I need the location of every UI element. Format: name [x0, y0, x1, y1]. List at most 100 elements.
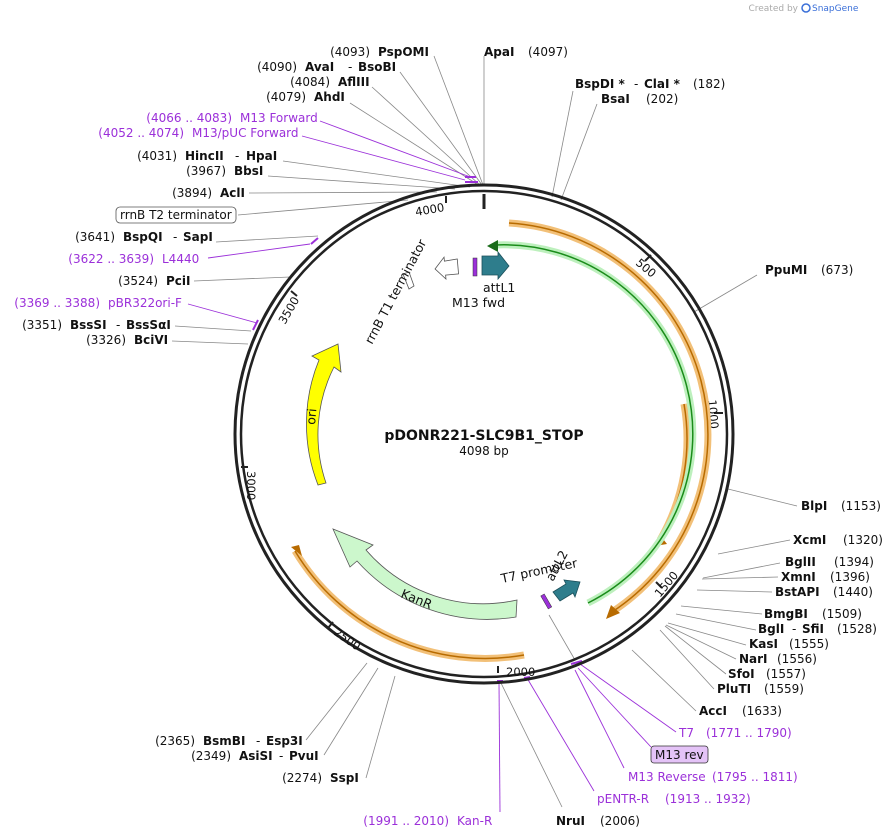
- svg-text:-: -: [173, 230, 177, 244]
- svg-text:(3894): (3894): [172, 186, 212, 200]
- primer-pbr322ori-f[interactable]: (3369 .. 3388) pBR322ori-F: [14, 296, 182, 310]
- ori-feature[interactable]: [306, 343, 342, 486]
- attL1-label: attL1: [483, 280, 515, 295]
- site-bspdi[interactable]: BspDI * - ClaI * (182): [575, 77, 725, 91]
- svg-text:-: -: [116, 318, 120, 332]
- snapgene-logo-icon: [801, 3, 811, 13]
- site-bgli[interactable]: BglI - SfiI (1528): [758, 622, 877, 636]
- svg-text:AclI: AclI: [220, 186, 245, 200]
- svg-text:BbsI: BbsI: [234, 164, 263, 178]
- svg-text:pENTR-R: pENTR-R: [597, 792, 649, 806]
- svg-text:SapI: SapI: [183, 230, 213, 244]
- site-xcmi[interactable]: XcmI (1320): [793, 533, 883, 547]
- site-ahdi[interactable]: (4079) AhdI: [266, 90, 345, 104]
- svg-text:(4052 .. 4074): (4052 .. 4074): [98, 126, 184, 140]
- svg-text:AsiSI: AsiSI: [239, 749, 273, 763]
- svg-text:-: -: [348, 60, 352, 74]
- site-bsai[interactable]: BsaI (202): [601, 92, 678, 106]
- svg-text:BsaI: BsaI: [601, 92, 630, 106]
- site-blpi[interactable]: BlpI (1153): [801, 499, 881, 513]
- site-nari[interactable]: NarI (1556): [739, 652, 817, 666]
- primer-pentr-r[interactable]: pENTR-R (1913 .. 1932): [597, 792, 751, 806]
- svg-text:pBR322ori-F: pBR322ori-F: [108, 296, 182, 310]
- primer-kan-r[interactable]: (1991 .. 2010) Kan-R: [363, 814, 492, 828]
- svg-text:(4090): (4090): [257, 60, 297, 74]
- svg-text:-: -: [634, 77, 638, 91]
- site-pluti[interactable]: PluTI (1559): [717, 682, 804, 696]
- svg-text:SfiI: SfiI: [802, 622, 824, 636]
- attL1-arrow[interactable]: [481, 250, 510, 281]
- svg-text:BstAPI: BstAPI: [775, 585, 820, 599]
- site-apai[interactable]: ApaI (4097): [484, 45, 568, 59]
- svg-text:L4440: L4440: [162, 252, 199, 266]
- svg-text:M13 Reverse: M13 Reverse: [628, 770, 706, 784]
- rrnB-t1-label: rrnB T1 terminator: [361, 236, 429, 346]
- site-bsssi[interactable]: (3351) BssSI - BssSαI: [22, 318, 171, 332]
- svg-text:(1396): (1396): [830, 570, 870, 584]
- attL2-arrow[interactable]: [552, 579, 581, 602]
- primer-t7[interactable]: T7 (1771 .. 1790): [678, 726, 792, 740]
- svg-text:XmnI: XmnI: [781, 570, 816, 584]
- site-sfoi[interactable]: SfoI (1557): [728, 667, 806, 681]
- site-acci[interactable]: AccI (1633): [699, 704, 782, 718]
- svg-text:(4084): (4084): [290, 75, 330, 89]
- primer-m13-reverse[interactable]: M13 Reverse (1795 .. 1811): [628, 770, 798, 784]
- site-pcii[interactable]: (3524) PciI: [118, 274, 190, 288]
- svg-text:(4093): (4093): [330, 45, 370, 59]
- svg-text:(182): (182): [693, 77, 725, 91]
- svg-text:(2349): (2349): [191, 749, 231, 763]
- svg-text:(2365): (2365): [155, 734, 195, 748]
- site-xmni[interactable]: XmnI (1396): [781, 570, 870, 584]
- site-bmgbi[interactable]: BmgBI (1509): [764, 607, 862, 621]
- site-kasi[interactable]: KasI (1555): [749, 637, 829, 651]
- svg-text:ClaI *: ClaI *: [644, 77, 681, 91]
- svg-text:PluTI: PluTI: [717, 682, 751, 696]
- green-feature-arc: [494, 241, 697, 607]
- kanR-feature[interactable]: [332, 528, 518, 620]
- credit-prefix: Created by: [748, 4, 798, 14]
- site-afliii[interactable]: (4084) AflIII: [290, 75, 369, 89]
- svg-text:BciVI: BciVI: [134, 333, 168, 347]
- orange-arrowhead-1: [606, 605, 620, 619]
- ori-label: ori: [303, 408, 319, 426]
- orange-feature-arc-3-core: [294, 550, 525, 660]
- svg-text:(3622 .. 3639): (3622 .. 3639): [68, 252, 154, 266]
- plasmid-size: 4098 bp: [459, 444, 509, 458]
- svg-text:-: -: [279, 749, 283, 763]
- site-acli[interactable]: (3894) AclI: [172, 186, 245, 200]
- site-sspi[interactable]: (2274) SspI: [282, 771, 359, 785]
- primer-m13-forward[interactable]: (4066 .. 4083) M13 Forward: [146, 111, 317, 125]
- svg-text:BglII: BglII: [785, 555, 816, 569]
- svg-text:(1991 .. 2010): (1991 .. 2010): [363, 814, 449, 828]
- svg-text:(1440): (1440): [833, 585, 873, 599]
- site-bspqi[interactable]: (3641) BspQI - SapI: [75, 230, 213, 244]
- svg-text:ApaI: ApaI: [484, 45, 514, 59]
- feature-rrnB-t2-terminator[interactable]: rrnB T2 terminator: [115, 206, 237, 224]
- svg-text:(3524): (3524): [118, 274, 158, 288]
- site-pspomi[interactable]: (4093) PspOMI: [330, 45, 429, 59]
- primer-m13-rev[interactable]: M13 rev: [650, 745, 709, 764]
- site-nrui[interactable]: NruI (2006): [556, 814, 640, 828]
- svg-text:BsoBI: BsoBI: [358, 60, 396, 74]
- site-avai[interactable]: (4090) AvaI - BsoBI: [257, 60, 396, 74]
- svg-text:(1394): (1394): [834, 555, 874, 569]
- site-bcivi[interactable]: (3326) BciVI: [86, 333, 168, 347]
- green-arrowhead: [487, 240, 498, 252]
- svg-text:(4097): (4097): [528, 45, 568, 59]
- site-hincii[interactable]: (4031) HincII - HpaI: [137, 149, 277, 163]
- svg-text:(1559): (1559): [764, 682, 804, 696]
- primer-l4440[interactable]: (3622 .. 3639) L4440: [68, 252, 199, 266]
- rrnB-t1-arrow[interactable]: [434, 256, 459, 281]
- primer-m13-puc-forward[interactable]: (4052 .. 4074) M13/pUC Forward: [98, 126, 298, 140]
- site-bsmbi[interactable]: (2365) BsmBI - Esp3I: [155, 734, 303, 748]
- svg-text:M13/pUC Forward: M13/pUC Forward: [192, 126, 299, 140]
- site-ppumi[interactable]: PpuMI (673): [765, 263, 853, 277]
- svg-text:(202): (202): [646, 92, 678, 106]
- green-feature-arc-core: [494, 244, 694, 604]
- site-bbsi[interactable]: (3967) BbsI: [186, 164, 263, 178]
- site-bstapi[interactable]: BstAPI (1440): [775, 585, 873, 599]
- site-bglii[interactable]: BglII (1394): [785, 555, 874, 569]
- site-asisi[interactable]: (2349) AsiSI - PvuI: [191, 749, 319, 763]
- m13-fwd-marker: [472, 257, 478, 277]
- orange-arrowhead-3: [291, 545, 302, 556]
